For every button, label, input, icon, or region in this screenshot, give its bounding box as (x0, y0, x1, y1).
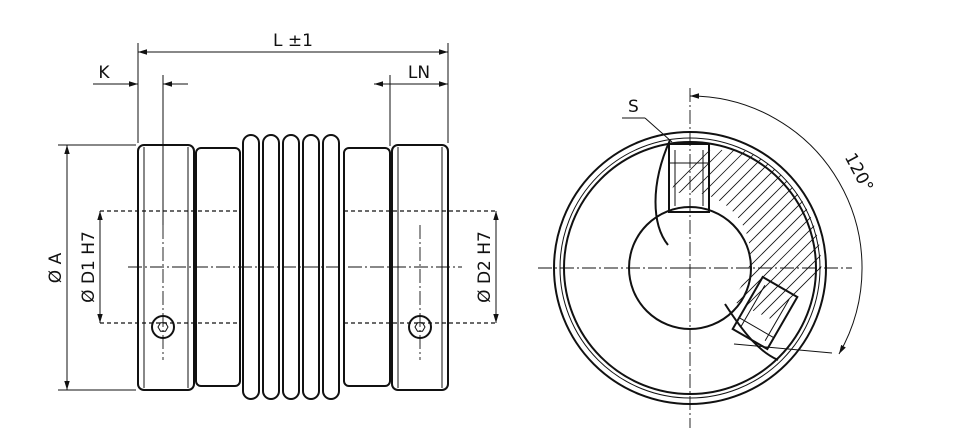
left-clamp-hub (137, 144, 195, 391)
ln-label: LN (408, 63, 430, 83)
left-clamp-screw (151, 315, 175, 339)
k-label: K (98, 63, 110, 83)
side-view: L ±1 K LN Ø A Ø D1 H7 (46, 31, 499, 400)
outer-diameter-label: Ø A (46, 252, 66, 283)
ln-dimension: LN (374, 63, 448, 146)
bore-2-dimension: Ø D2 H7 (475, 211, 499, 323)
bore-1-dimension: Ø D1 H7 (79, 211, 103, 323)
length-dimension: L ±1 (137, 31, 449, 143)
top-set-screw (668, 143, 710, 213)
bore-1-label: Ø D1 H7 (79, 231, 99, 303)
bore-2-label: Ø D2 H7 (475, 231, 495, 303)
k-dimension: K (93, 63, 188, 225)
outer-diameter-dimension: Ø A (46, 144, 136, 391)
screw-callout: S (622, 97, 673, 143)
length-label: L ±1 (273, 31, 313, 51)
right-clamp-screw (408, 315, 432, 339)
right-clamp-hub (391, 144, 449, 391)
angle-label: 120° (840, 150, 877, 196)
screw-label: S (628, 97, 639, 117)
front-section-view: S 120° (538, 88, 877, 428)
